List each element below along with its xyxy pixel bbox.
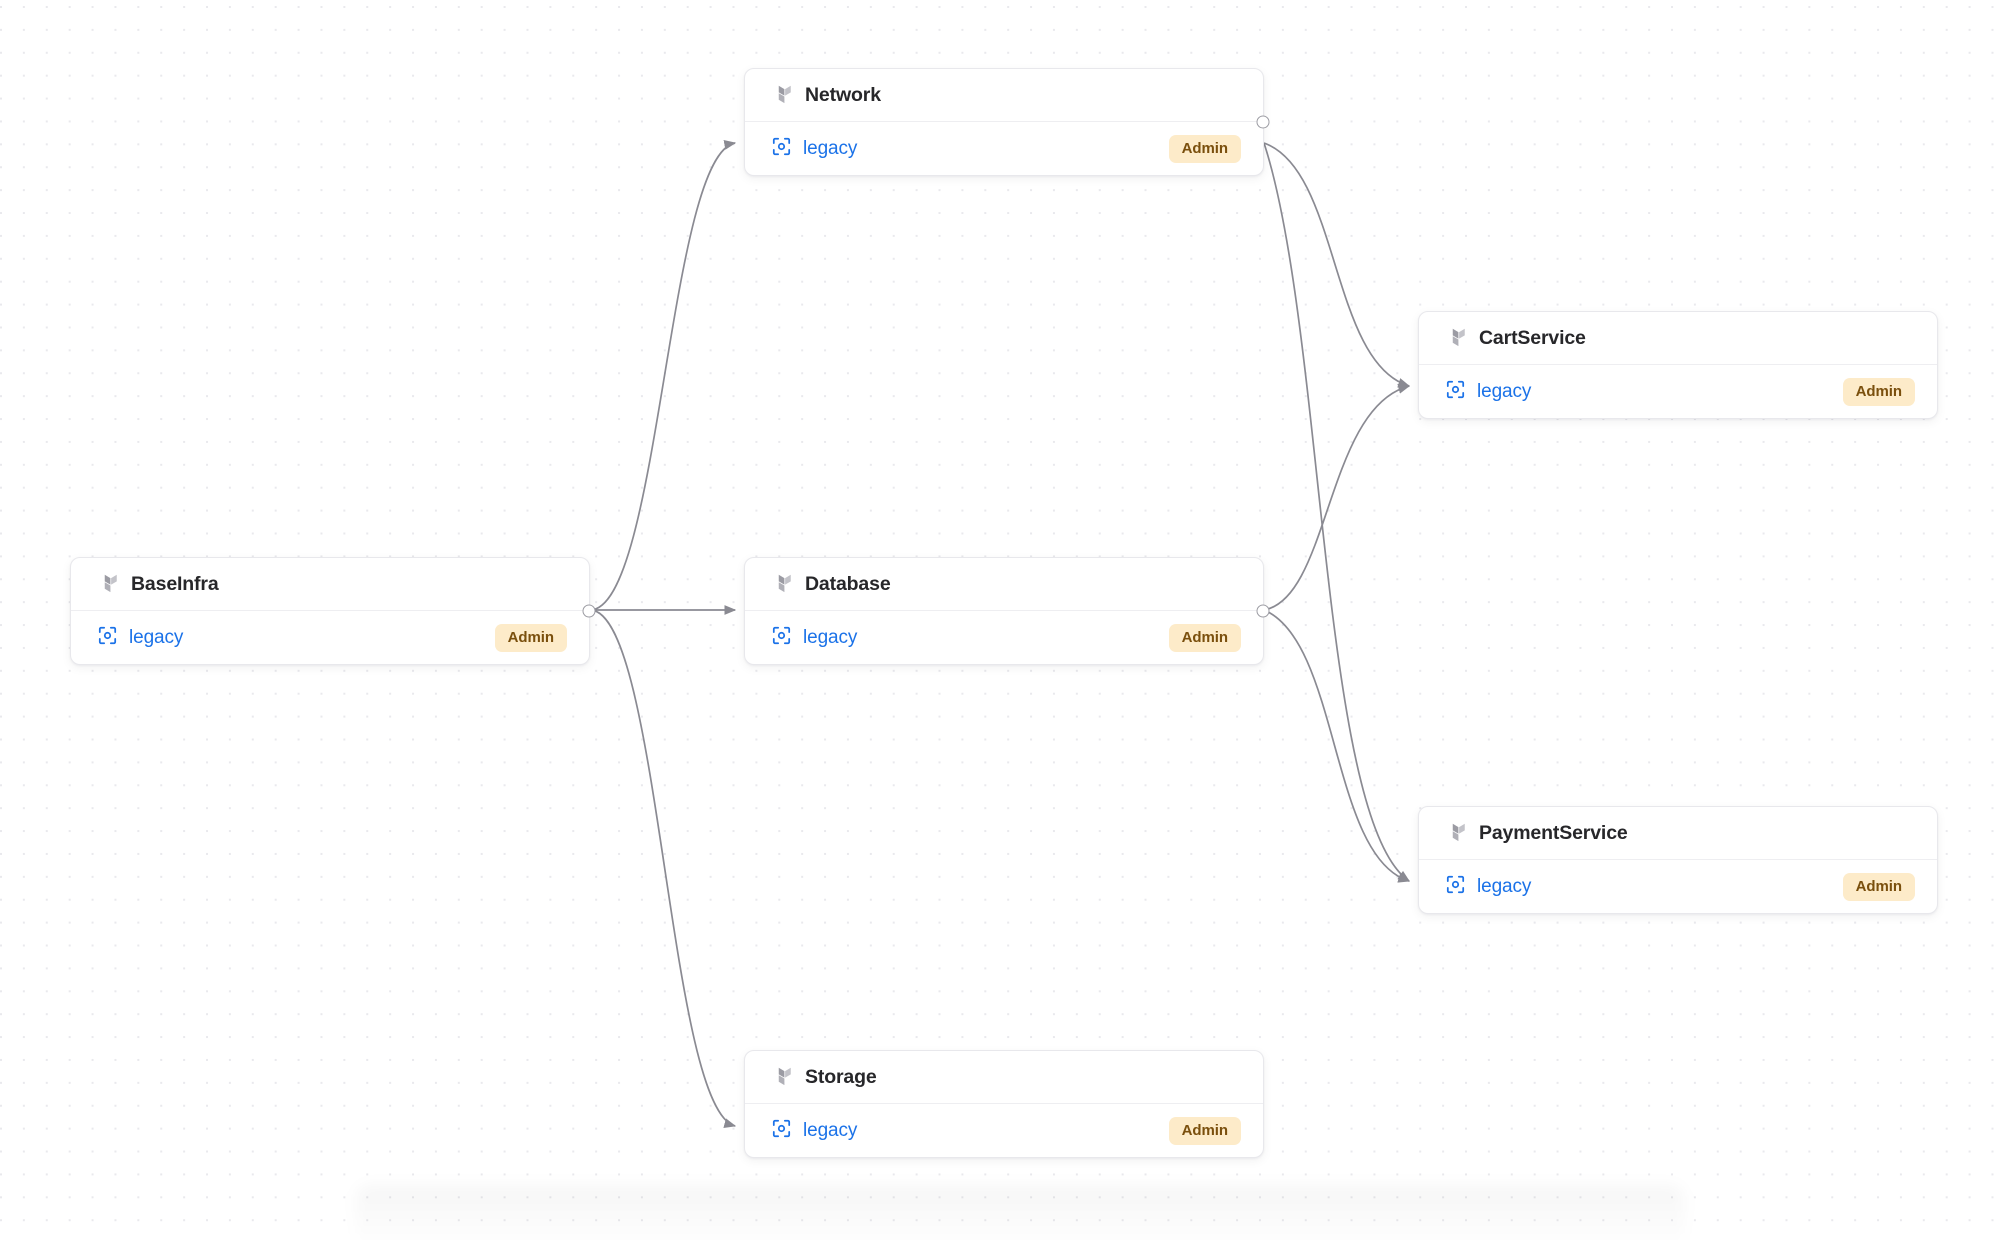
terraform-icon (771, 570, 793, 599)
source-handle-right[interactable] (1256, 604, 1270, 618)
node-title: Network (805, 83, 881, 106)
status-badge: Admin (494, 623, 567, 652)
node-title: BaseInfra (131, 572, 219, 595)
workspace-link[interactable]: legacy (1477, 380, 1532, 402)
status-badge: Admin (1168, 1116, 1241, 1145)
scan-circle-icon (771, 136, 792, 162)
graph-node-network[interactable]: Network legacy Admin (744, 68, 1270, 176)
edge-network-paymentservice (1263, 142, 1410, 882)
status-badge: Admin (1168, 623, 1241, 652)
graph-node-cartservice[interactable]: CartService legacy Admin (1418, 311, 1938, 419)
graph-node-database[interactable]: Database legacy Admin (744, 557, 1270, 665)
terraform-icon (97, 570, 119, 599)
edge-database-cartservice (1263, 383, 1411, 611)
terraform-icon (771, 1063, 793, 1092)
node-body: legacy Admin (745, 611, 1263, 664)
terraform-icon (771, 81, 793, 110)
scan-circle-icon (771, 1118, 792, 1144)
workspace-link[interactable]: legacy (803, 1119, 858, 1141)
workspace-link[interactable]: legacy (803, 626, 858, 648)
status-badge: Admin (1842, 377, 1915, 406)
graph-node-paymentservice[interactable]: PaymentService legacy Admin (1418, 806, 1938, 914)
workspace-link[interactable]: legacy (1477, 875, 1532, 897)
source-handle-right[interactable] (1256, 115, 1270, 129)
node-header: Network (745, 69, 1263, 122)
scan-circle-icon (1445, 874, 1466, 900)
node-body: legacy Admin (1419, 365, 1937, 418)
scan-circle-icon (97, 625, 118, 651)
bottom-shadow-band (355, 1185, 1685, 1240)
node-header: Storage (745, 1051, 1263, 1104)
node-header: BaseInfra (71, 558, 589, 611)
terraform-icon (1445, 324, 1467, 353)
status-badge: Admin (1168, 134, 1241, 163)
workspace-link[interactable]: legacy (129, 626, 184, 648)
node-header: Database (745, 558, 1263, 611)
node-body: legacy Admin (71, 611, 589, 664)
edge-baseinfra-network (589, 140, 737, 611)
status-badge: Admin (1842, 872, 1915, 901)
edge-database-paymentservice (1263, 609, 1411, 883)
node-header: PaymentService (1419, 807, 1937, 860)
node-title: CartService (1479, 326, 1586, 349)
terraform-icon (1445, 819, 1467, 848)
node-header: CartService (1419, 312, 1937, 365)
graph-node-storage[interactable]: Storage legacy Admin (744, 1050, 1264, 1158)
edge-network-cartservice (1263, 142, 1411, 388)
scan-circle-icon (771, 625, 792, 651)
source-handle-right[interactable] (582, 604, 596, 618)
node-body: legacy Admin (745, 122, 1263, 175)
node-title: PaymentService (1479, 821, 1628, 844)
node-body: legacy Admin (745, 1104, 1263, 1157)
edge-baseinfra-storage (589, 609, 737, 1128)
node-body: legacy Admin (1419, 860, 1937, 913)
node-title: Storage (805, 1065, 877, 1088)
scan-circle-icon (1445, 379, 1466, 405)
workspace-link[interactable]: legacy (803, 137, 858, 159)
graph-node-baseinfra[interactable]: BaseInfra legacy Admin (70, 557, 596, 665)
node-title: Database (805, 572, 891, 595)
